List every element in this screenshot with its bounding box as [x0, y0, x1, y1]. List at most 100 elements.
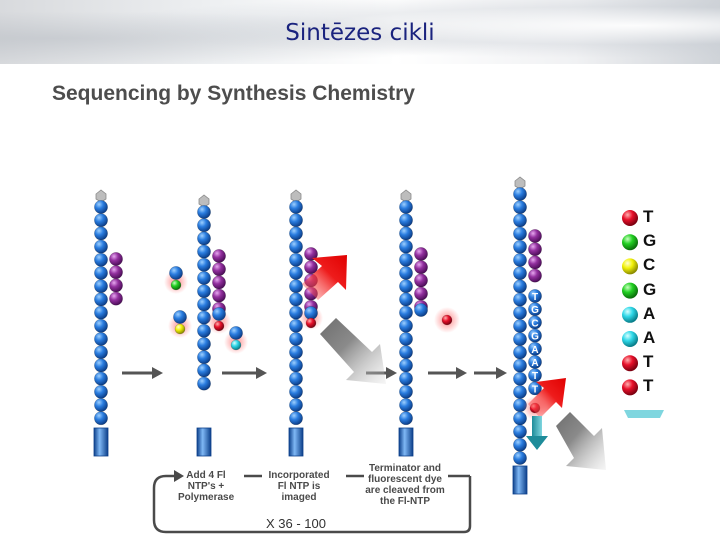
- template-bead: [399, 213, 413, 228]
- template-bead: [94, 239, 108, 254]
- released-dye: [441, 314, 453, 326]
- support-post: [196, 427, 212, 457]
- primer-bead: [528, 255, 542, 270]
- template-bead: [197, 231, 211, 246]
- step-label-add: Add 4 Fl NTP's + Polymerase: [178, 470, 235, 503]
- strand-anchor: [290, 189, 302, 203]
- template-bead: [399, 266, 413, 280]
- template-bead: [197, 284, 211, 299]
- primer-bead: [414, 286, 428, 301]
- cycle-bracket-head: [174, 470, 184, 482]
- strand-anchor: [95, 189, 107, 203]
- template-bead: [399, 411, 413, 426]
- diagram-title: Sequencing by Synthesis Chemistry: [52, 82, 415, 105]
- template-bead: [399, 345, 413, 360]
- sequenced-letter: A: [531, 345, 538, 356]
- template-bead: [197, 297, 211, 312]
- sequenced-letter: G: [531, 332, 539, 343]
- primer-bead: [212, 275, 226, 290]
- primer-bead: [109, 265, 123, 280]
- primer-bead: [212, 288, 226, 303]
- strand-anchor: [400, 189, 412, 203]
- template-bead: [399, 292, 413, 307]
- template-bead: [513, 385, 527, 399]
- template-bead: [399, 239, 413, 254]
- imaged-dye: [305, 317, 317, 329]
- template-bead: [289, 266, 303, 280]
- template-bead: [94, 292, 108, 307]
- nucleotide-dye: [170, 279, 182, 291]
- template-bead: [513, 187, 527, 201]
- template-bead: [94, 398, 108, 412]
- template-bead: [197, 244, 211, 259]
- primer-bead: [212, 249, 226, 263]
- cleaved-terminator-arrow: [526, 416, 548, 450]
- template-bead: [513, 226, 527, 241]
- template-bead: [94, 358, 108, 373]
- template-bead: [289, 292, 303, 307]
- template-bead: [289, 358, 303, 373]
- template-bead: [513, 279, 527, 294]
- support-post: [512, 465, 528, 495]
- readout-dot: [622, 234, 638, 251]
- step-label-cleave: Terminator and fluorescent dye are cleav…: [365, 463, 445, 507]
- excitation-arrow: [302, 255, 347, 300]
- template-bead: [399, 318, 413, 333]
- readout-panel-tab: [624, 410, 664, 418]
- step-arrow-5: [474, 367, 507, 379]
- template-bead: [289, 411, 303, 426]
- template-bead: [94, 213, 108, 228]
- readout-dot: [622, 331, 638, 347]
- sequenced-letter: C: [531, 318, 538, 329]
- template-bead: [197, 271, 211, 285]
- template-bead: [289, 226, 303, 241]
- primer-bead: [109, 278, 123, 293]
- template-bead: [289, 384, 303, 399]
- readout-base-letter: G: [643, 231, 657, 251]
- template-bead: [94, 200, 108, 214]
- strand-anchor: [514, 176, 526, 190]
- cycle-bracket: [152, 474, 472, 534]
- step-arrows: [122, 367, 507, 379]
- template-bead: [197, 337, 211, 351]
- template-bead: [289, 398, 303, 412]
- readout-dot: [622, 282, 638, 299]
- readout-base-letter: T: [643, 376, 654, 396]
- template-bead: [289, 279, 303, 294]
- template-bead: [513, 451, 527, 465]
- template-bead: [94, 318, 108, 333]
- template-bead: [399, 305, 413, 320]
- template-bead: [94, 266, 108, 280]
- template-bead: [399, 252, 413, 267]
- nucleotide-base: [173, 310, 187, 324]
- slide-title: Sintēzes cikli: [285, 20, 435, 46]
- readout-base-letter: A: [643, 328, 656, 347]
- sequenced-letter: T: [532, 384, 538, 395]
- readout-base-letter: G: [643, 279, 657, 299]
- template-bead: [94, 371, 108, 386]
- template-bead: [94, 279, 108, 294]
- template-bead: [94, 252, 108, 267]
- nucleotide-base: [169, 266, 183, 280]
- readout-dot: [622, 379, 638, 396]
- template-bead: [399, 332, 413, 346]
- primer-bead: [414, 273, 428, 288]
- primer-bead: [528, 242, 542, 257]
- primer-bead: [212, 262, 226, 277]
- template-bead: [197, 257, 211, 272]
- template-bead: [289, 200, 303, 214]
- template-bead: [513, 305, 527, 320]
- template-bead: [513, 292, 527, 307]
- cycle-count-label: X 36 - 100: [266, 516, 326, 531]
- step-arrow-4: [428, 367, 467, 379]
- template-bead: [513, 266, 527, 281]
- cleave-laser-arrow: [528, 378, 566, 418]
- template-bead: [94, 226, 108, 241]
- template-bead: [399, 384, 413, 399]
- template-bead: [94, 411, 108, 426]
- slide-header: [0, 0, 720, 64]
- template-bead: [399, 200, 413, 214]
- extended-base: [414, 303, 428, 317]
- primer-bead: [109, 252, 123, 266]
